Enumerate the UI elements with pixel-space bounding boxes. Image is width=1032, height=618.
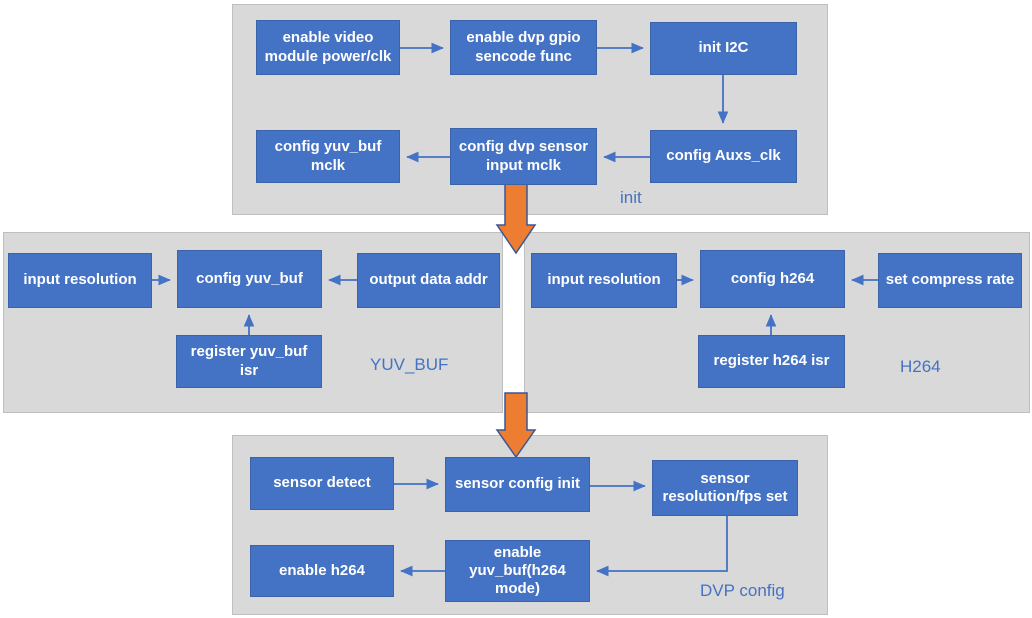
node-sensor-resolution-fps-set: sensor resolution/fps set [652,460,798,516]
node-enable-yuv-buf-h264-mode: enable yuv_buf(h264 mode) [445,540,590,602]
node-enable-h264: enable h264 [250,545,394,597]
section-label-init: init [620,188,642,207]
node-enable-dvp-gpio-sencode-func: enable dvp gpio sencode func [450,20,597,75]
node-yuvbuf-input-resolution: input resolution [8,253,152,308]
node-enable-video-module-power-clk: enable video module power/clk [256,20,400,75]
section-label-h264: H264 [900,357,941,376]
node-sensor-detect: sensor detect [250,457,394,510]
node-config-h264: config h264 [700,250,845,308]
node-set-compress-rate: set compress rate [878,253,1022,308]
node-config-dvp-sensor-input-mclk: config dvp sensor input mclk [450,128,597,185]
node-config-yuv-buf: config yuv_buf [177,250,322,308]
node-register-yuv-buf-isr: register yuv_buf isr [176,335,322,388]
node-config-auxs-clk: config Auxs_clk [650,130,797,183]
node-output-data-addr: output data addr [357,253,500,308]
node-h264-input-resolution: input resolution [531,253,677,308]
node-config-yuv-buf-mclk: config yuv_buf mclk [256,130,400,183]
node-init-i2c: init I2C [650,22,797,75]
node-sensor-config-init: sensor config init [445,457,590,512]
section-label-yuv-buf: YUV_BUF [370,355,449,374]
section-label-dvp-config: DVP config [700,581,785,600]
node-register-h264-isr: register h264 isr [698,335,845,388]
